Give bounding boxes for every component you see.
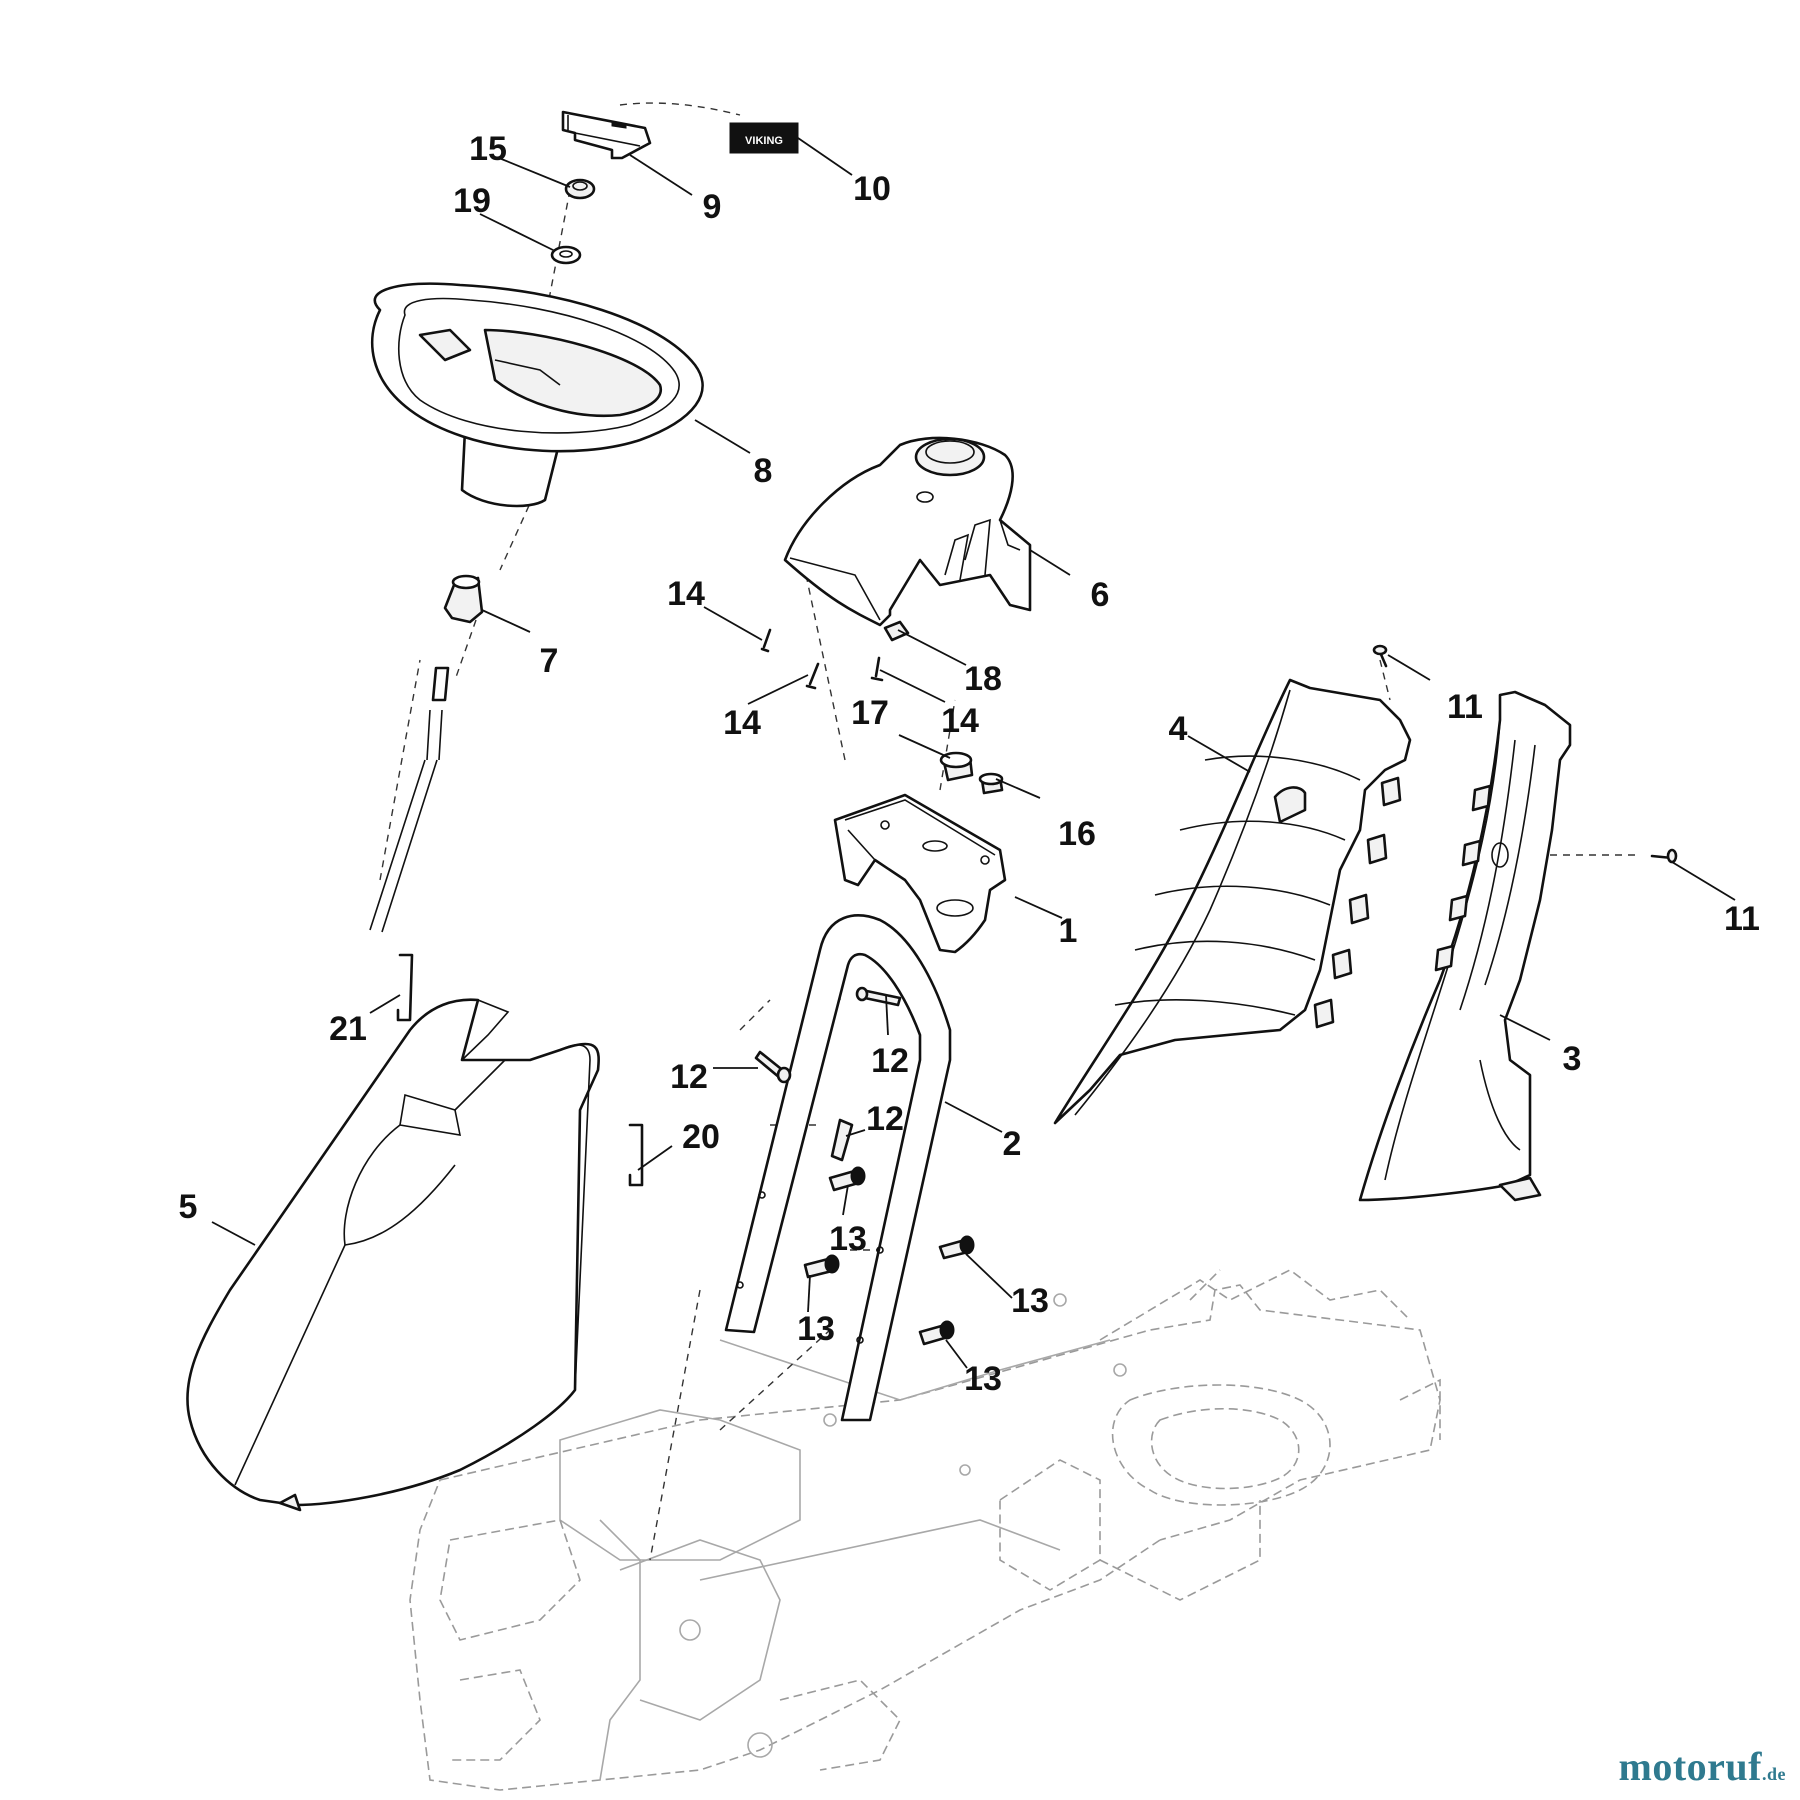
part-13-flange-bolts (803, 1166, 975, 1346)
part-10-brand-label: VIKING (729, 122, 799, 154)
callout-18: 18 (964, 660, 1002, 698)
callout-5: 5 (179, 1188, 198, 1226)
callout-13-c: 13 (797, 1310, 835, 1348)
part-19-washer (550, 245, 582, 265)
callout-numbers: 1 2 3 4 5 6 7 8 9 10 11 11 12 12 12 13 1… (179, 130, 1760, 1398)
callout-17: 17 (851, 694, 889, 732)
callout-11-top: 11 (1447, 688, 1483, 726)
part-6-dash-cover (783, 436, 1032, 627)
callout-14-left: 14 (723, 704, 761, 742)
callout-20: 20 (682, 1118, 720, 1156)
part-15-nut (564, 178, 596, 200)
callout-10: 10 (853, 170, 891, 208)
callout-3: 3 (1563, 1040, 1582, 1078)
leader-lines (211, 137, 1736, 1369)
part-20-decal (628, 1123, 644, 1187)
callout-21: 21 (329, 1010, 367, 1048)
steering-shaft (369, 666, 450, 933)
brand-label-text: VIKING (745, 135, 783, 147)
part-4-side-panel-left (1053, 678, 1412, 1125)
callout-19: 19 (453, 182, 491, 220)
callout-12-left: 12 (670, 1058, 708, 1096)
callout-13-d: 13 (964, 1360, 1002, 1398)
callout-2: 2 (1003, 1125, 1022, 1163)
chassis-frame (409, 1269, 1441, 1791)
callout-16: 16 (1058, 815, 1096, 853)
callout-12-upper: 12 (871, 1042, 909, 1080)
callout-1: 1 (1059, 912, 1078, 950)
part-21-decal (396, 953, 414, 1022)
part-7-bushing (443, 574, 484, 624)
part-1-bracket (833, 793, 1007, 954)
callout-14-right: 14 (941, 702, 979, 740)
part-14-screws (760, 628, 884, 690)
callout-8: 8 (754, 452, 773, 490)
watermark-main: motoruf (1618, 1744, 1762, 1789)
part-9-emblem-clip (561, 110, 652, 160)
callout-12-lower: 12 (866, 1100, 904, 1138)
callout-11-right: 11 (1724, 900, 1760, 938)
callout-14-top: 14 (667, 575, 705, 613)
callout-13-a: 13 (829, 1220, 867, 1258)
part-11-screws (1372, 644, 1678, 864)
part-16-bushing (978, 772, 1004, 795)
callout-6: 6 (1091, 576, 1110, 614)
watermark-tld: .de (1762, 1764, 1786, 1784)
callout-13-b: 13 (1011, 1282, 1049, 1320)
callout-4: 4 (1169, 710, 1188, 748)
watermark-logo: motoruf.de (1619, 1743, 1786, 1790)
part-2-column-tube (724, 914, 952, 1422)
part-8-steering-wheel (370, 282, 704, 508)
callout-7: 7 (540, 642, 559, 680)
part-12-bolts (754, 986, 902, 1162)
part-18-clip-nut (883, 620, 910, 642)
part-17-bushing (939, 751, 974, 782)
callout-9: 9 (703, 188, 722, 226)
part-3-side-panel-right (1358, 690, 1572, 1202)
part-5-front-hood (186, 998, 600, 1512)
callout-15: 15 (469, 130, 507, 168)
